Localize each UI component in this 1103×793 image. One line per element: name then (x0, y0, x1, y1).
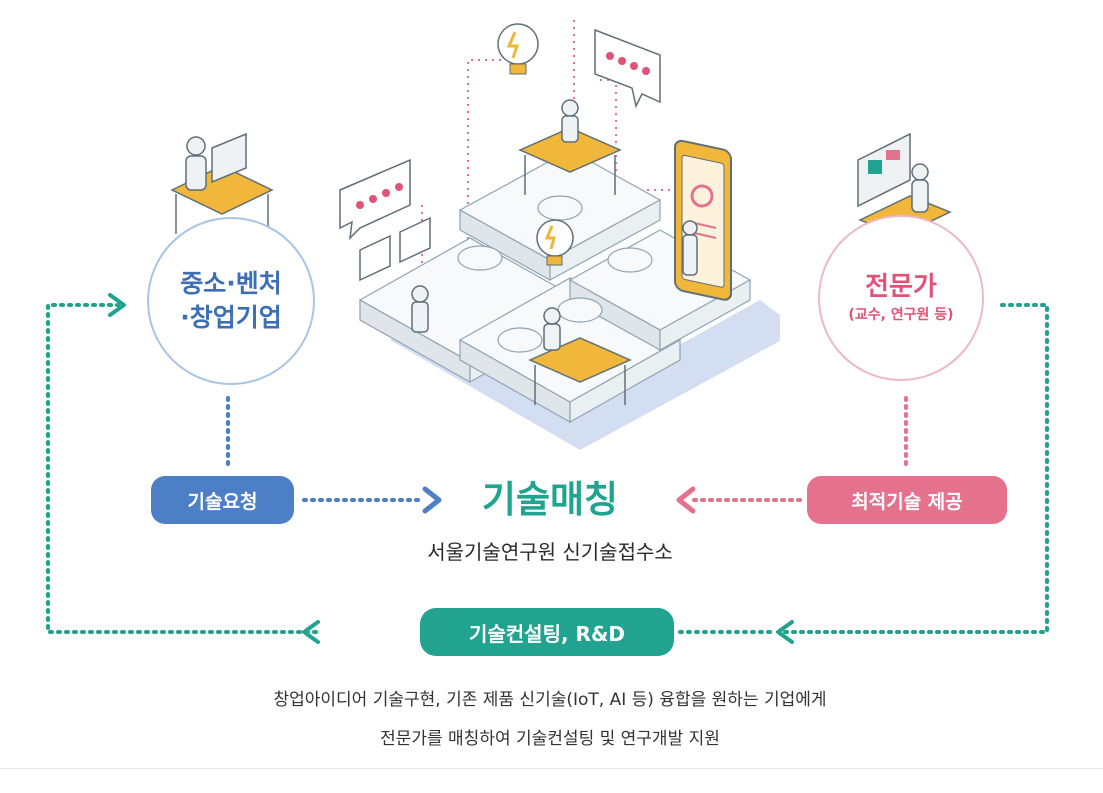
consulting-badge: 기술컨설팅, R&D (420, 608, 674, 656)
expert-label: 전문가 (865, 272, 937, 302)
tech-request-badge: 기술요청 (151, 476, 294, 524)
expert-sublabel: (교수, 연구원 등) (848, 307, 954, 323)
sme-label-line1: 중소·벤처 (180, 269, 282, 298)
sme-label-line2: ·창업기업 (180, 303, 282, 332)
sme-desk-illustration (170, 132, 274, 234)
expert-circle: 전문가 (교수, 연구원 등) (818, 215, 984, 381)
puzzle-illustration (339, 23, 780, 450)
optimal-tech-badge: 최적기술 제공 (807, 476, 1007, 524)
description-line2: 전문가를 매칭하여 기술컨설팅 및 연구개발 지원 (380, 729, 720, 749)
description-line1: 창업아이디어 기술구현, 기존 제품 신기술(IoT, AI 등) 융합을 원하… (273, 690, 827, 710)
sme-circle: 중소·벤처 ·창업기업 (147, 217, 315, 385)
matching-title: 기술매칭 (481, 478, 619, 521)
divider (0, 768, 1103, 769)
matching-subtitle: 서울기술연구원 신기술접수소 (427, 540, 673, 564)
